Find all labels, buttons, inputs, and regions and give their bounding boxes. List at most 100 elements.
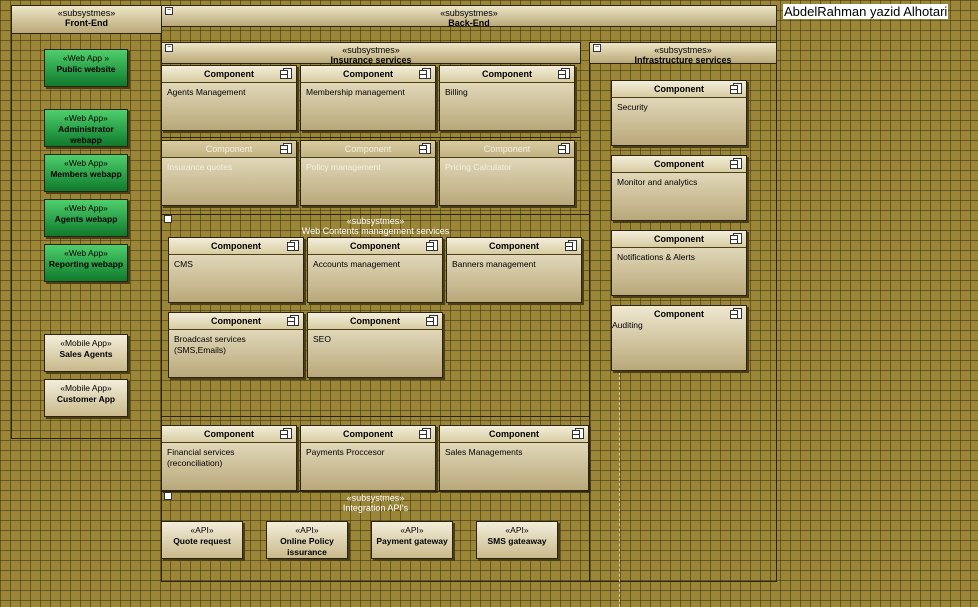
component-icon <box>730 158 742 169</box>
component-icon <box>280 428 292 439</box>
mobileapp-customer[interactable]: «Mobile App» Customer App <box>44 379 128 417</box>
collapse-icon[interactable]: − <box>165 44 173 52</box>
webapp-public-website[interactable]: «Web App » Public website <box>44 49 128 87</box>
webapp-stereotype: «Web App» <box>64 158 108 168</box>
web-contents-stereotype: «subsystmes» <box>346 216 405 226</box>
component-name: Financial services (reconciliation) <box>167 447 235 468</box>
component-icon <box>426 315 438 326</box>
component-name: Billing <box>445 87 468 97</box>
component-security[interactable]: Component Security <box>611 80 747 146</box>
webapp-members[interactable]: «Web App» Members webapp <box>44 154 128 192</box>
webapp-agents[interactable]: «Web App» Agents webapp <box>44 199 128 237</box>
api-label: Quote request <box>173 536 231 546</box>
webapp-label: Reporting webapp <box>48 259 124 269</box>
component-accounts-management[interactable]: Component Accounts management <box>307 237 443 303</box>
component-name: Security <box>617 102 648 112</box>
webapp-label: Agents webapp <box>54 214 118 224</box>
component-icon <box>558 68 570 79</box>
author-label: AbdelRahman yazid Alhotari <box>783 4 949 19</box>
component-agents-management[interactable]: Component Agents Management <box>161 65 297 131</box>
integration-stereotype: «subsystmes» <box>346 493 405 503</box>
webapp-stereotype: «Web App» <box>64 248 108 258</box>
webapp-stereotype: «Web App » <box>62 53 110 63</box>
component-title: Component <box>308 313 442 330</box>
api-online-policy-issurance[interactable]: «API» Online Policy issurance <box>266 521 348 559</box>
lifeline-divider <box>619 372 620 607</box>
component-title: Component <box>162 426 296 443</box>
component-icon <box>280 143 292 154</box>
component-name: Insurance quotes <box>167 162 233 172</box>
api-sms-gateaway[interactable]: «API» SMS gateaway <box>476 521 558 559</box>
component-icon <box>565 240 577 251</box>
component-name: Notifications & Alerts <box>617 252 695 262</box>
frontend-header[interactable]: «subsystmes» Front-End <box>11 5 162 34</box>
component-broadcast-services[interactable]: Component Broadcast services (SMS,Emails… <box>168 312 304 378</box>
infrastructure-title: Infrastructure services <box>634 55 732 65</box>
web-contents-title: Web Contents management services <box>301 226 450 236</box>
component-billing[interactable]: Component Billing <box>439 65 575 131</box>
collapse-icon[interactable]: − <box>165 7 173 15</box>
component-icon <box>287 315 299 326</box>
component-financial-services[interactable]: Component Financial services (reconcilia… <box>161 425 297 491</box>
component-name: Broadcast services (SMS,Emails) <box>174 334 246 355</box>
webapp-label: Public website <box>56 64 116 74</box>
component-title: Component <box>301 141 435 158</box>
component-name: Membership management <box>306 87 405 97</box>
mobileapp-stereotype: «Mobile App» <box>60 383 112 393</box>
backend-header[interactable]: − «subsystmes» Back-End <box>161 5 777 28</box>
api-quote-request[interactable]: «API» Quote request <box>161 521 243 559</box>
webapp-stereotype: «Web App» <box>64 113 108 123</box>
webapp-reporting[interactable]: «Web App» Reporting webapp <box>44 244 128 282</box>
mobileapp-label: Customer App <box>56 394 116 404</box>
component-title: Component <box>301 426 435 443</box>
web-contents-header[interactable]: − «subsystmes» Web Contents management s… <box>161 214 590 236</box>
component-name: Auditing <box>612 320 643 330</box>
component-title: Component <box>162 66 296 83</box>
component-icon <box>730 233 742 244</box>
collapse-icon[interactable]: − <box>593 44 601 52</box>
insurance-stereotype: «subsystmes» <box>342 45 400 55</box>
mobileapp-label: Sales Agents <box>59 349 113 359</box>
component-name: SEO <box>313 334 331 344</box>
component-cms[interactable]: Component CMS <box>168 237 304 303</box>
component-title: Component <box>169 313 303 330</box>
api-label: Online Policy issurance <box>280 536 334 557</box>
api-stereotype: «API» <box>505 525 529 535</box>
insurance-header[interactable]: − «subsystmes» Insurance services <box>161 42 581 65</box>
webapp-label: Members webapp <box>50 169 122 179</box>
component-name: Banners management <box>452 259 536 269</box>
infrastructure-stereotype: «subsystmes» <box>654 45 712 55</box>
component-icon <box>426 240 438 251</box>
integration-header[interactable]: − «subsystmes» Integration API's <box>161 491 590 513</box>
component-auditing[interactable]: Component Auditing <box>611 305 747 371</box>
component-payments-processor[interactable]: Component Payments Proccesor <box>300 425 436 491</box>
infrastructure-header[interactable]: − «subsystmes» Infrastructure services <box>589 42 777 65</box>
collapse-icon[interactable]: − <box>164 215 172 223</box>
component-title: Component <box>612 156 746 173</box>
component-banners-management[interactable]: Component Banners management <box>446 237 582 303</box>
component-title: Component <box>654 309 704 319</box>
component-pricing-calculator[interactable]: Component Pricing Calculator <box>439 140 575 206</box>
api-stereotype: «API» <box>295 525 319 535</box>
component-name: Policy management <box>306 162 381 172</box>
component-insurance-quotes[interactable]: Component Insurance quotes <box>161 140 297 206</box>
component-name: Pricing Calculator <box>445 162 512 172</box>
mobileapp-sales-agents[interactable]: «Mobile App» Sales Agents <box>44 334 128 372</box>
mobileapp-stereotype: «Mobile App» <box>60 338 112 348</box>
component-policy-management[interactable]: Component Policy management <box>300 140 436 206</box>
component-title: Component <box>447 238 581 255</box>
component-title: Component <box>308 238 442 255</box>
component-title: Component <box>612 231 746 248</box>
webapp-administrator[interactable]: «Web App» Administrator webapp <box>44 109 128 147</box>
component-monitor-analytics[interactable]: Component Monitor and analytics <box>611 155 747 221</box>
component-title: Component <box>440 66 574 83</box>
api-payment-gateway[interactable]: «API» Payment gateway <box>371 521 453 559</box>
component-icon <box>572 428 584 439</box>
integration-title: Integration API's <box>342 503 409 513</box>
component-seo[interactable]: Component SEO <box>307 312 443 378</box>
collapse-icon[interactable]: − <box>164 492 172 500</box>
component-membership-management[interactable]: Component Membership management <box>300 65 436 131</box>
component-notifications-alerts[interactable]: Component Notifications & Alerts <box>611 230 747 296</box>
component-sales-managements[interactable]: Component Sales Managements <box>439 425 589 491</box>
component-icon <box>558 143 570 154</box>
